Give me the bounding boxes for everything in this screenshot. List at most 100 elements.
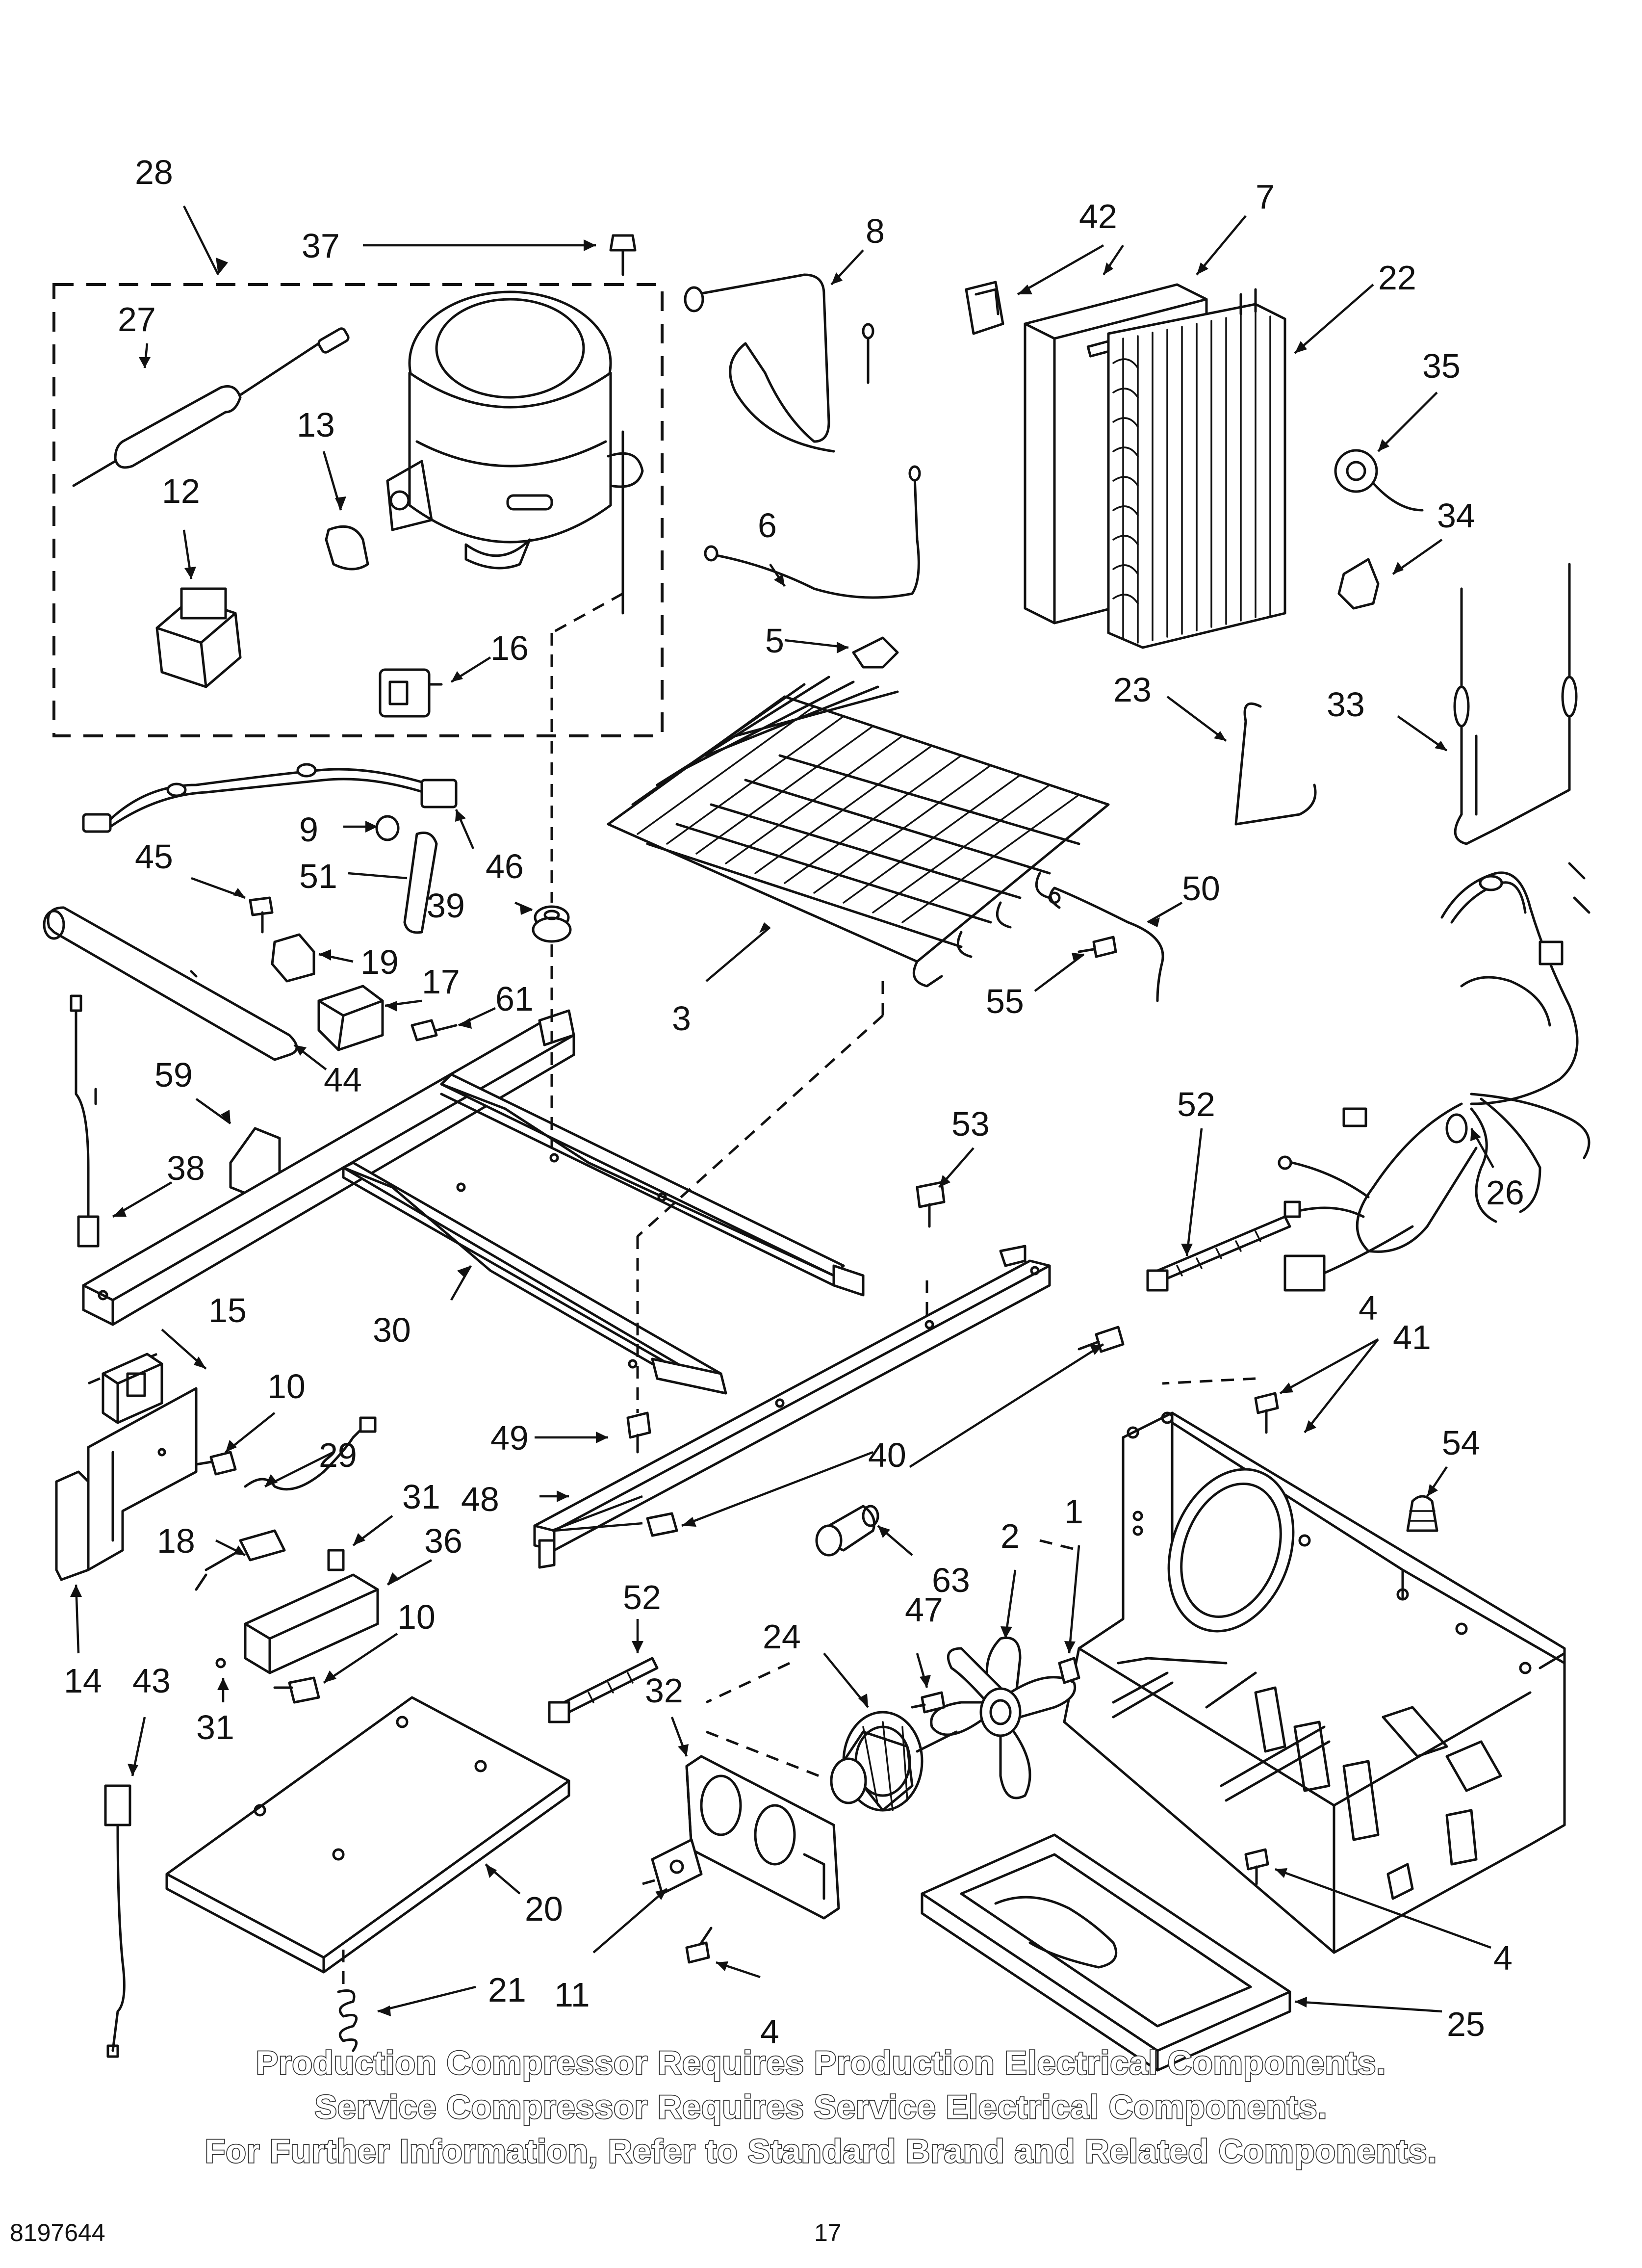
callout-1: 1	[1064, 1492, 1083, 1531]
fan-motor-24-part	[830, 1711, 958, 1812]
front-rail-40-part	[533, 1245, 1051, 1569]
callout-14: 14	[64, 1662, 102, 1700]
callout-31a: 31	[402, 1478, 440, 1516]
heat-exchanger-part	[1453, 563, 1578, 845]
condenser-part	[607, 676, 1110, 988]
discharge-tube-part	[684, 273, 874, 453]
callout-25: 25	[1447, 2005, 1485, 2043]
callout-21: 21	[488, 1971, 526, 2009]
note-line-3: For Further Information, Refer to Standa…	[205, 2133, 1437, 2170]
wire-nut-54-part	[1406, 1495, 1438, 1532]
grommet-39-part	[532, 905, 572, 943]
screw-49-part	[626, 1411, 651, 1454]
callout-39: 39	[427, 886, 465, 925]
callout-8: 8	[866, 212, 885, 250]
callout-32: 32	[645, 1671, 683, 1710]
callout-18: 18	[157, 1522, 195, 1560]
screw-48-part	[646, 1512, 678, 1537]
callout-50: 50	[1182, 869, 1220, 908]
screw-61-part	[410, 1019, 458, 1042]
callout-4a: 4	[1359, 1289, 1378, 1327]
callout-49: 49	[490, 1419, 529, 1457]
screw-4c-part	[685, 1927, 713, 1964]
wire-harness-46-part	[82, 763, 458, 833]
relay-part	[155, 587, 242, 688]
callout-46: 46	[486, 847, 524, 886]
part-17	[317, 985, 384, 1051]
callout-63: 63	[932, 1561, 970, 1599]
callout-4c: 4	[760, 2012, 779, 2051]
callout-35: 35	[1422, 347, 1461, 385]
screw-53-part	[916, 1181, 946, 1228]
drier-part	[72, 327, 350, 487]
callout-15: 15	[208, 1291, 247, 1330]
spring-21-part	[337, 1989, 358, 2052]
callout-41: 41	[1393, 1318, 1431, 1356]
callout-19: 19	[360, 943, 399, 981]
motor-bracket-32-part	[685, 1755, 840, 1920]
wire-38-part	[70, 994, 100, 1248]
leader-lines	[75, 205, 1494, 2013]
callout-labels: 28 37 8 42 7 22 35 34 23 33 27 13 12 16 …	[64, 153, 1524, 2051]
note-line-1: Production Compressor Requires Productio…	[256, 2044, 1386, 2082]
leader-arrowheads	[70, 239, 1481, 2016]
callout-20: 20	[525, 1890, 563, 1928]
cross-rail-30-part	[82, 1019, 845, 1395]
screw-45-part	[249, 896, 274, 934]
cover-plate-20-part	[165, 1696, 570, 1974]
callout-38: 38	[167, 1149, 205, 1187]
screw-4a-part	[1254, 1392, 1279, 1434]
part-18	[195, 1529, 286, 1591]
callout-36: 36	[424, 1522, 462, 1560]
callout-7: 7	[1256, 178, 1275, 216]
callout-34: 34	[1437, 496, 1475, 535]
callout-51: 51	[299, 857, 337, 895]
callout-6: 6	[758, 506, 777, 545]
callout-12: 12	[162, 472, 200, 510]
callout-13: 13	[297, 406, 335, 444]
power-harness-26-part	[1278, 862, 1591, 1292]
callout-28: 28	[135, 153, 173, 191]
screw-rail-part	[1078, 1326, 1125, 1353]
callout-3: 3	[672, 999, 691, 1038]
compressor-kit-group	[52, 283, 664, 737]
callout-23: 23	[1113, 671, 1152, 709]
assembly-dashed-lines	[88, 592, 1257, 1987]
overload-clip-part	[325, 525, 369, 571]
part-36	[215, 1549, 379, 1674]
screw-10a-part	[195, 1451, 237, 1476]
callout-9: 9	[299, 810, 318, 849]
notes-block: Production Compressor Requires Productio…	[204, 2043, 1437, 2171]
cable-tie-52b-part	[548, 1657, 659, 1723]
tube-51-part	[403, 832, 438, 934]
thermostat-clip-part	[1337, 558, 1380, 610]
callout-2: 2	[1001, 1517, 1020, 1555]
callout-11: 11	[554, 1976, 590, 2014]
note-line-2: Service Compressor Requires Service Elec…	[315, 2088, 1328, 2126]
callout-54: 54	[1442, 1424, 1480, 1462]
callout-26: 26	[1486, 1173, 1524, 1212]
bar-44-part	[43, 906, 298, 1061]
screw-37-part	[609, 234, 637, 276]
rail-bracket-part	[538, 1009, 865, 1297]
evaporator-part	[1107, 288, 1286, 649]
shroud-clip-part	[965, 281, 1004, 335]
callout-45: 45	[135, 837, 173, 876]
callout-43: 43	[132, 1662, 171, 1700]
callout-61: 61	[495, 980, 534, 1018]
drain-pan-25-part	[921, 1833, 1291, 2072]
callout-53: 53	[951, 1105, 990, 1143]
page-number: 17	[814, 2219, 842, 2246]
defrost-thermostat-part	[1334, 449, 1424, 512]
screw-47-part	[911, 1691, 946, 1714]
callout-29: 29	[319, 1436, 357, 1474]
overload-part	[379, 668, 443, 718]
callout-52b: 52	[623, 1578, 661, 1616]
callout-10b: 10	[397, 1598, 436, 1636]
base-pan-41-part	[1063, 1411, 1566, 1954]
callout-48: 48	[461, 1480, 499, 1518]
grommet-63-part	[815, 1505, 879, 1557]
callout-30: 30	[373, 1311, 411, 1349]
screw-55-part	[1078, 936, 1117, 958]
